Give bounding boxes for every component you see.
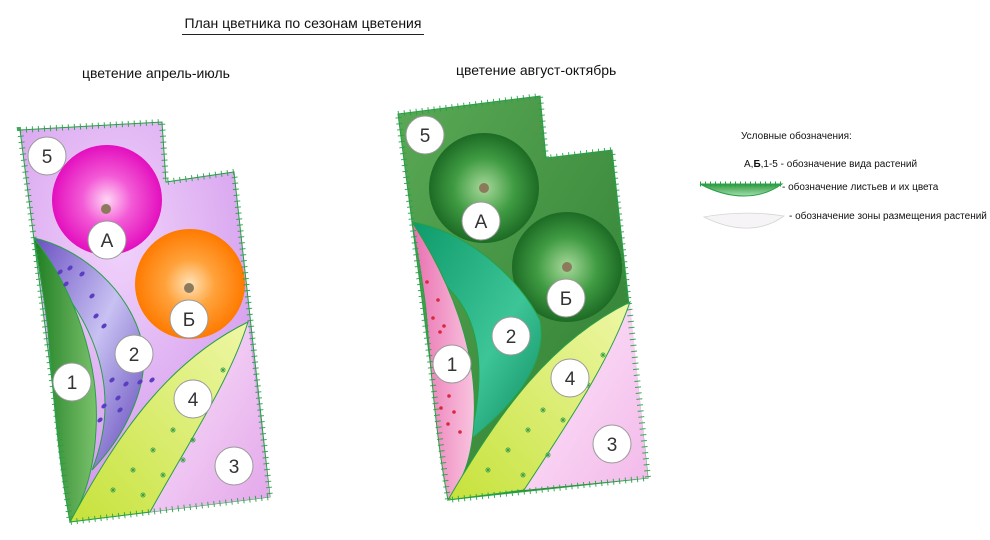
svg-text:5: 5: [42, 147, 53, 168]
autumn-zone-1-flower-dots: [425, 280, 462, 434]
svg-text:А: А: [475, 212, 488, 233]
spring-marker-3: 3: [214, 446, 254, 486]
spring-zone-4: [69, 321, 249, 523]
spring-flower-a: [52, 145, 162, 255]
autumn-marker-a: А: [461, 201, 501, 241]
autumn-marker-1: 1: [432, 344, 472, 384]
autumn-plan: 5 А Б 2 1 4 3: [394, 92, 652, 504]
svg-text:Б: Б: [560, 289, 572, 310]
autumn-marker-b: Б: [546, 278, 586, 318]
spring-zone-2-leaf-marks: [57, 265, 155, 423]
autumn-plan-caption: цветение август-октябрь: [456, 62, 617, 78]
legend-item-plant-type: А,Б,1-5 - обозначение вида растений: [744, 159, 917, 170]
spring-marker-2: 2: [114, 334, 154, 374]
svg-text:А: А: [101, 231, 114, 252]
legend-leaf-symbol: [699, 181, 784, 197]
spring-flower-b-center: [184, 283, 194, 293]
autumn-plant-a-center: [479, 183, 489, 193]
svg-text:1: 1: [67, 373, 78, 394]
svg-text:3: 3: [607, 435, 618, 456]
legend-item-zone: - обозначение зоны размещения растений: [789, 211, 987, 222]
autumn-zone-4: [447, 301, 631, 501]
autumn-marker-2: 2: [491, 316, 531, 356]
spring-marker-5: 5: [27, 136, 67, 176]
svg-text:4: 4: [565, 369, 576, 390]
svg-text:4: 4: [188, 390, 199, 411]
legend-title: Условные обозначения:: [741, 131, 852, 142]
autumn-marker-4: 4: [550, 358, 590, 398]
spring-marker-b: Б: [169, 299, 209, 339]
spring-marker-1: 1: [52, 362, 92, 402]
svg-text:1: 1: [447, 355, 458, 376]
autumn-marker-5: 5: [405, 115, 445, 155]
legend-zone-symbol: [702, 212, 786, 229]
svg-text:Б: Б: [183, 310, 195, 331]
legend-item-leaves: - обозначение листьев и их цвета: [782, 182, 939, 193]
svg-text:2: 2: [506, 327, 517, 348]
legend-item-plant-type-prefix: А,: [744, 159, 754, 170]
autumn-plant-b-center: [562, 262, 572, 272]
svg-text:2: 2: [129, 345, 140, 366]
autumn-marker-3: 3: [592, 424, 632, 464]
svg-text:3: 3: [229, 457, 240, 478]
page-title: План цветника по сезонам цветения: [182, 15, 424, 35]
spring-flower-a-center: [101, 204, 111, 214]
spring-marker-a: А: [87, 220, 127, 260]
spring-marker-4: 4: [173, 379, 213, 419]
legend-item-plant-type-bold: Б: [753, 159, 761, 170]
spring-plan: 5 А Б 2 1 4 3: [16, 118, 274, 526]
legend-item-plant-type-suffix: ,1-5 - обозначение вида растений: [760, 159, 918, 170]
svg-text:5: 5: [420, 126, 431, 147]
spring-plan-caption: цветение апрель-июль: [82, 65, 230, 81]
